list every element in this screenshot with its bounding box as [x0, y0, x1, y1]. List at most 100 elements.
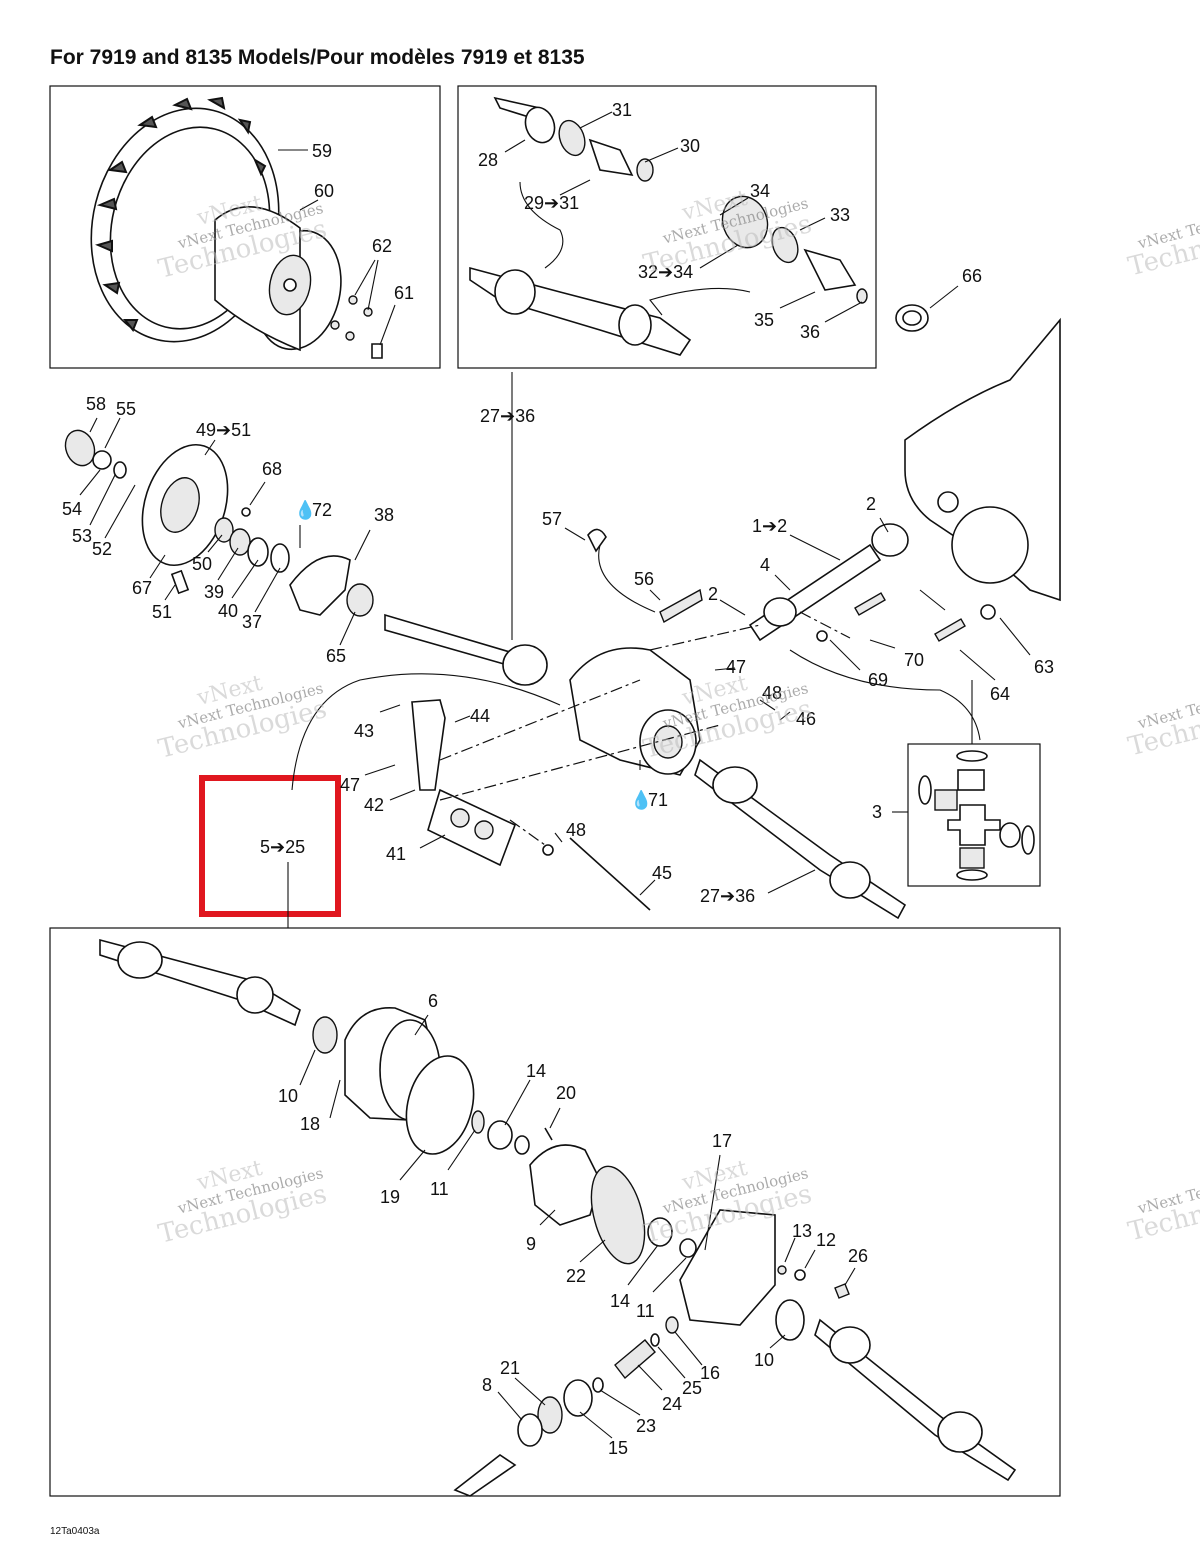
pinion-gear	[614, 1339, 656, 1380]
callout-39: 39	[204, 582, 224, 602]
callout-62: 62	[372, 236, 392, 256]
callout-38: 38	[374, 505, 394, 525]
callout-10a: 10	[278, 1086, 298, 1106]
callout-25: 25	[682, 1378, 702, 1398]
callout-2b: 2	[708, 584, 718, 604]
driveshaft-detail-frame	[457, 85, 877, 369]
differential-detail-frame	[49, 927, 1061, 1497]
dust-cap	[64, 429, 96, 467]
differential-case	[529, 1144, 601, 1226]
differential-exploded-drawing	[99, 938, 1017, 1497]
callout-36: 36	[800, 322, 820, 342]
wheel-detail-frame	[49, 85, 441, 369]
callout-labels: 59 60 62 61 31 30 28 29➔31 34 33 32➔34 3…	[62, 100, 1054, 1458]
callout-58: 58	[86, 394, 106, 414]
callout-26: 26	[848, 1246, 868, 1266]
callout-22: 22	[566, 1266, 586, 1286]
bottom-leaders	[299, 1014, 856, 1439]
callout-63: 63	[1034, 657, 1054, 677]
callout-4: 4	[760, 555, 770, 575]
callout-47b: 47	[340, 775, 360, 795]
callout-13: 13	[792, 1221, 812, 1241]
callout-1-2: 1➔2	[752, 516, 787, 536]
callout-71: 71	[648, 790, 668, 810]
hub-assembly-drawing	[64, 429, 374, 617]
callout-52: 52	[92, 539, 112, 559]
callout-53: 53	[72, 526, 92, 546]
drop-icon: 💧	[294, 499, 316, 520]
callout-55: 55	[116, 399, 136, 419]
u-joint-drawing	[918, 750, 1035, 881]
callout-60: 60	[314, 181, 334, 201]
center-differential-drawing	[384, 523, 996, 920]
callout-15: 15	[608, 1438, 628, 1458]
callout-2a: 2	[866, 494, 876, 514]
callout-32-34: 32➔34	[638, 262, 693, 282]
callout-24: 24	[662, 1394, 682, 1414]
hub-leaders	[79, 417, 371, 646]
callout-49-51: 49➔51	[196, 420, 251, 440]
tire-and-rim-drawing	[90, 96, 383, 359]
callout-57: 57	[542, 509, 562, 529]
callout-61: 61	[394, 283, 414, 303]
callout-35: 35	[754, 310, 774, 330]
callout-66: 66	[962, 266, 982, 286]
callout-41: 41	[386, 844, 406, 864]
center-dashed-lines	[439, 611, 851, 846]
callout-9: 9	[526, 1234, 536, 1254]
callout-42: 42	[364, 795, 384, 815]
callout-16: 16	[700, 1363, 720, 1383]
center-leaders	[287, 372, 1031, 928]
callout-20: 20	[556, 1083, 576, 1103]
callout-14a: 14	[526, 1061, 546, 1081]
mount-plate	[427, 788, 517, 867]
callout-28: 28	[478, 150, 498, 170]
callout-27-36-top: 27➔36	[480, 406, 535, 426]
callout-65: 65	[326, 646, 346, 666]
callout-10b: 10	[754, 1350, 774, 1370]
page-title: For 7919 and 8135 Models/Pour modèles 79…	[50, 46, 585, 69]
callout-64: 64	[990, 684, 1010, 704]
drop-icon: 💧	[630, 789, 652, 810]
figure-id: 12Ta0403a	[50, 1526, 100, 1537]
driveshaft-drawing	[469, 96, 929, 356]
driveshaft-leaders	[504, 111, 959, 323]
callout-45: 45	[652, 863, 672, 883]
u-joint-detail-frame	[907, 743, 1041, 887]
callout-17: 17	[712, 1131, 732, 1151]
callout-5-25: 5➔25	[260, 837, 305, 857]
engine-output-flange	[951, 506, 1029, 584]
callout-68: 68	[262, 459, 282, 479]
wheel-leaders	[278, 149, 396, 346]
knuckle	[289, 555, 351, 616]
callout-70: 70	[904, 650, 924, 670]
callout-8: 8	[482, 1375, 492, 1395]
callout-27-36-bot: 27➔36	[700, 886, 755, 906]
callout-18: 18	[300, 1114, 320, 1134]
callout-46: 46	[796, 709, 816, 729]
callout-72: 72	[312, 500, 332, 520]
callout-21: 21	[500, 1358, 520, 1378]
callout-30: 30	[680, 136, 700, 156]
callout-44: 44	[470, 706, 490, 726]
callout-47a: 47	[726, 657, 746, 677]
callout-56: 56	[634, 569, 654, 589]
callout-59: 59	[312, 141, 332, 161]
callout-11b: 11	[636, 1301, 655, 1321]
callout-23: 23	[636, 1416, 656, 1436]
callout-37: 37	[242, 612, 262, 632]
ring-gear	[590, 1165, 646, 1265]
callout-48a: 48	[762, 683, 782, 703]
callout-54: 54	[62, 499, 82, 519]
callout-6: 6	[428, 991, 438, 1011]
callout-31: 31	[612, 100, 632, 120]
callout-48b: 48	[566, 820, 586, 840]
callout-51: 51	[152, 602, 172, 622]
callout-19: 19	[380, 1187, 400, 1207]
callout-12: 12	[816, 1230, 836, 1250]
callout-34: 34	[750, 181, 770, 201]
callout-67: 67	[132, 578, 152, 598]
callout-40: 40	[218, 601, 238, 621]
mount-bracket	[411, 699, 446, 791]
